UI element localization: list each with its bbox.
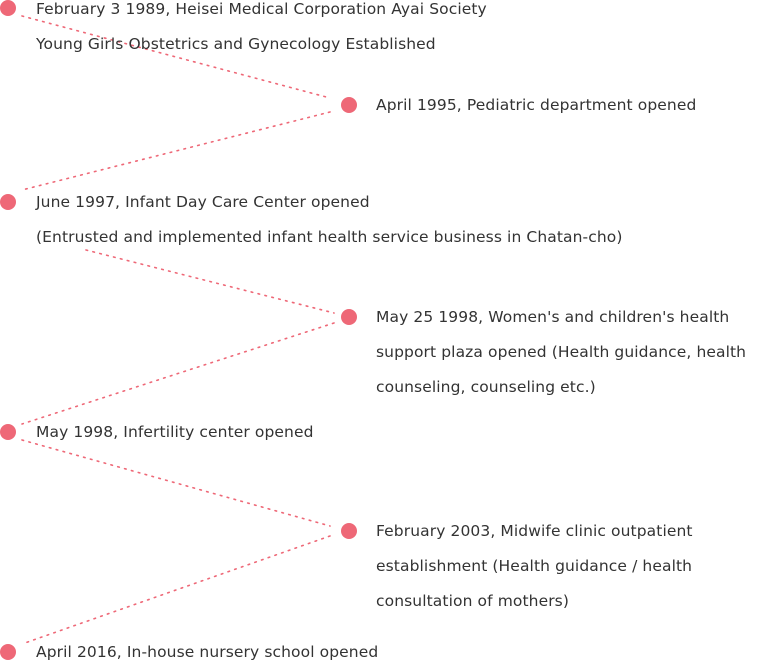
entry-line: May 1998, Infertility center opened	[36, 423, 314, 441]
timeline-dot	[0, 644, 16, 660]
timeline-dot	[0, 424, 16, 440]
timeline-entry-1989: February 3 1989, Heisei Medical Corporat…	[36, 0, 487, 62]
timeline-dot	[341, 309, 357, 325]
connector-line	[21, 111, 331, 191]
entry-line: April 1995, Pediatric department opened	[376, 96, 697, 114]
connector-line	[21, 439, 331, 527]
timeline-entry-1995: April 1995, Pediatric department opened	[376, 88, 696, 123]
entry-line: February 2003, Midwife clinic outpatient	[376, 522, 693, 540]
entry-line: June 1997, Infant Day Care Center opened	[36, 193, 370, 211]
entry-line: establishment (Health guidance / health	[376, 557, 693, 575]
timeline-dot	[341, 523, 357, 539]
timeline-dot	[0, 194, 16, 210]
entry-line: Young Girls Obstetrics and Gynecology Es…	[36, 35, 436, 53]
timeline-entry-1998-plaza: May 25 1998, Women's and children's heal…	[376, 300, 746, 405]
entry-line: February 3 1989, Heisei Medical Corporat…	[36, 0, 487, 18]
timeline-dot	[0, 0, 16, 16]
connector-line	[21, 322, 335, 425]
entry-line: counseling, counseling etc.)	[376, 378, 596, 396]
entry-line: support plaza opened (Health guidance, h…	[376, 343, 747, 361]
timeline-entry-1997: June 1997, Infant Day Care Center opened…	[36, 185, 623, 255]
entry-line: April 2016, In-house nursery school open…	[36, 643, 379, 661]
connector-line	[21, 535, 331, 645]
entry-line: consultation of mothers)	[376, 592, 570, 610]
entry-line: (Entrusted and implemented infant health…	[36, 228, 623, 246]
timeline-entry-2016: April 2016, In-house nursery school open…	[36, 635, 378, 670]
connector-line	[85, 249, 335, 314]
entry-line: May 25 1998, Women's and children's heal…	[376, 308, 730, 326]
timeline-entry-1998-infertility: May 1998, Infertility center opened	[36, 415, 314, 450]
timeline-entry-2003: February 2003, Midwife clinic outpatient…	[376, 514, 693, 619]
timeline-dot	[341, 97, 357, 113]
